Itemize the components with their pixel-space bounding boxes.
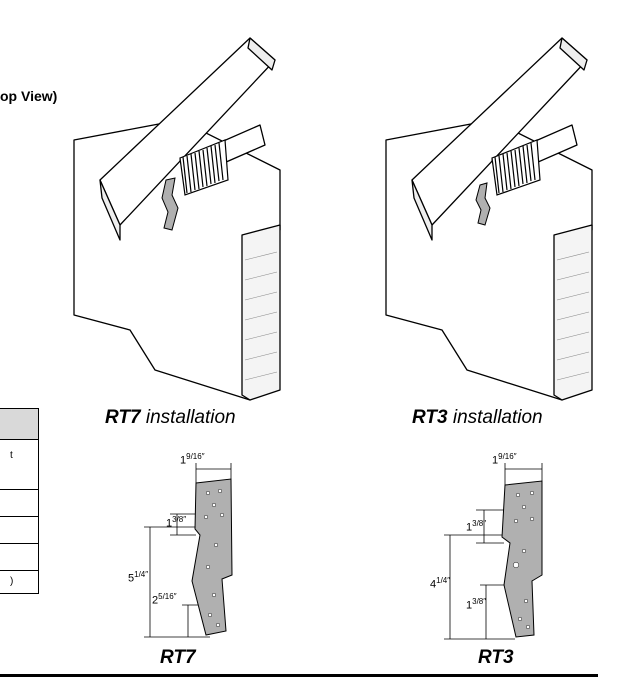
table-header-cell xyxy=(0,409,38,439)
caption-part-name: RT7 xyxy=(105,407,141,428)
rt3-dim-upper: 13/8″ xyxy=(466,519,486,534)
dim-whole: 1 xyxy=(492,454,499,467)
dim-whole: 1 xyxy=(166,517,173,530)
rt3-dim-lower: 13/8″ xyxy=(466,597,486,612)
rt7-installation-caption: RT7 installation xyxy=(105,407,236,429)
dim-fraction: 1/4″ xyxy=(436,576,451,585)
dim-fraction: 3/8″ xyxy=(472,597,487,606)
rt3-installation-caption: RT3 installation xyxy=(412,407,543,429)
table-row xyxy=(0,516,38,544)
dim-whole: 1 xyxy=(466,521,473,534)
dim-whole: 2 xyxy=(152,594,159,607)
dim-fraction: 9/16″ xyxy=(498,452,517,461)
rt7-installation-drawing xyxy=(73,37,281,401)
dim-whole: 5 xyxy=(128,572,135,585)
dim-fraction: 1/4″ xyxy=(134,570,149,579)
caption-text: installation xyxy=(447,407,543,428)
rt7-part-label: RT7 xyxy=(160,647,196,668)
rt7-dim-upper: 13/8″ xyxy=(166,515,186,530)
rt3-part-drawing xyxy=(444,463,543,640)
rt7-dim-height: 51/4″ xyxy=(128,570,148,585)
caption-text: installation xyxy=(140,407,236,428)
dim-fraction: 5/16″ xyxy=(158,592,177,601)
table-cell: ) xyxy=(10,576,14,587)
dim-fraction: 3/8″ xyxy=(172,515,187,524)
dim-fraction: 9/16″ xyxy=(186,452,205,461)
caption-part-name: RT3 xyxy=(412,407,448,428)
rt3-part-label: RT3 xyxy=(478,647,514,668)
dim-whole: 4 xyxy=(430,578,437,591)
dim-fraction: 3/8″ xyxy=(472,519,487,528)
table-row xyxy=(0,489,38,517)
section-title-fragment: op View) xyxy=(0,88,58,104)
rt3-dim-top: 19/16″ xyxy=(492,452,517,467)
dim-whole: 1 xyxy=(180,454,187,467)
rt3-installation-drawing xyxy=(385,37,593,401)
rt7-dim-top: 19/16″ xyxy=(180,452,205,467)
bottom-rule xyxy=(0,674,598,677)
dim-whole: 1 xyxy=(466,599,473,612)
table-row: t xyxy=(0,439,38,470)
rt7-dim-lower: 25/16″ xyxy=(152,592,177,607)
table-row: ) xyxy=(0,570,38,594)
table-fragment: t ) xyxy=(0,408,39,594)
table-cell: t xyxy=(10,450,13,461)
table-row xyxy=(0,543,38,571)
rt3-dim-height: 41/4″ xyxy=(430,576,450,591)
rt7-part-drawing xyxy=(144,463,233,638)
